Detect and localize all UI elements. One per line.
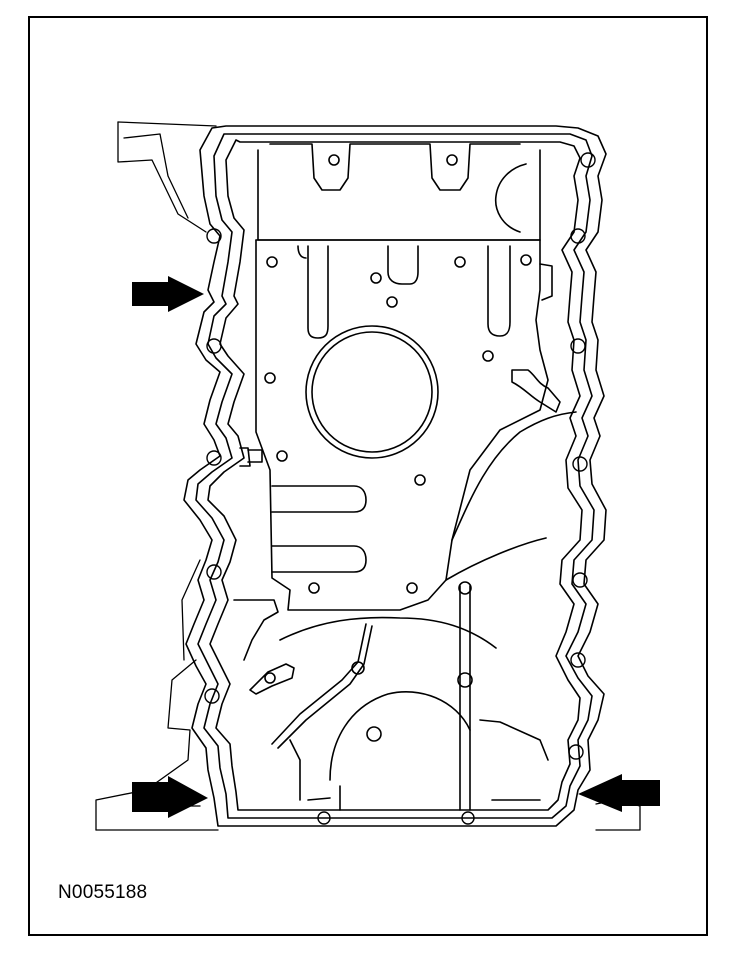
engine-block-outline [95, 121, 641, 831]
sump-area [233, 447, 549, 811]
figure-frame [28, 16, 708, 936]
arrow-icon [132, 276, 204, 312]
pan-flange [183, 125, 607, 827]
deck-plate [255, 239, 577, 611]
upper-rails [257, 143, 541, 241]
figure-id-label: N0055188 [58, 882, 148, 903]
arrow-icon [578, 774, 660, 812]
flange-bolt-holes [204, 152, 596, 825]
arrow-icon [132, 776, 208, 818]
